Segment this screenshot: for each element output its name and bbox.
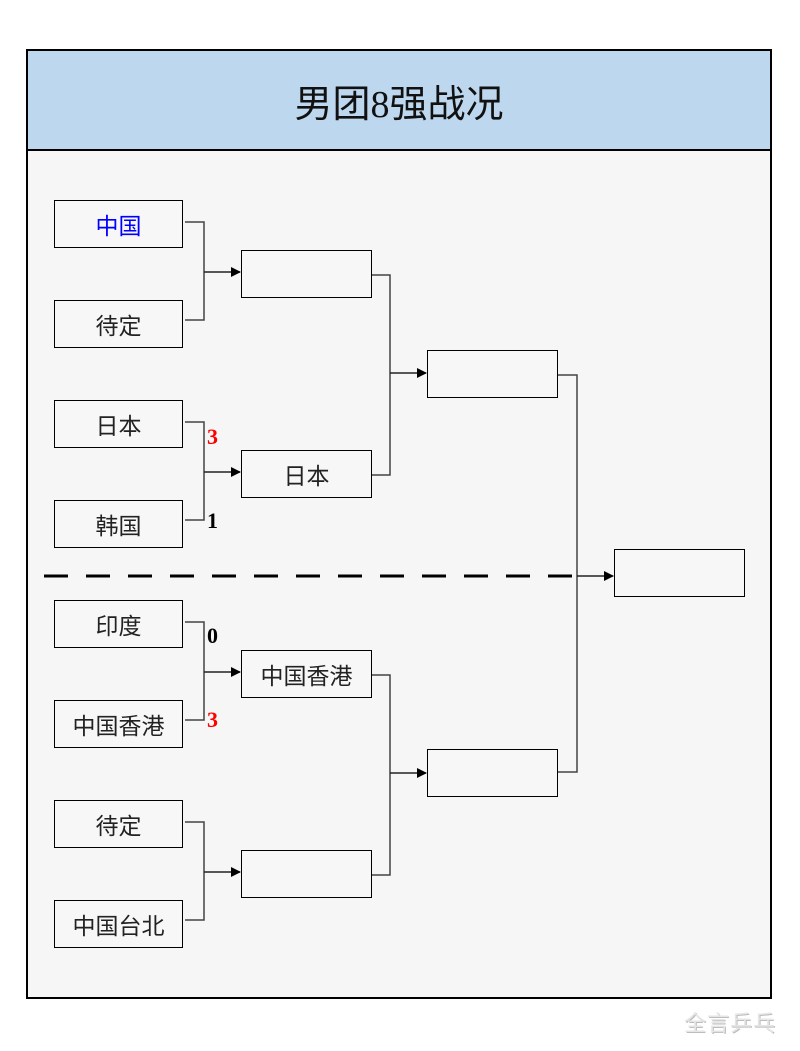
qf-team-box: 中国台北: [54, 900, 183, 948]
page-title: 男团8强战况: [294, 83, 504, 126]
qf-team-box: 中国: [54, 200, 183, 248]
team-name: 中国: [95, 214, 142, 240]
watermark: 全言乒乓: [684, 1012, 777, 1037]
header-banner: 男团8强战况: [28, 51, 770, 151]
qf-team-box: 待定: [54, 300, 183, 348]
team-name: 中国香港: [72, 714, 165, 740]
team-name: 日本: [95, 414, 142, 440]
score-winner: 3: [207, 424, 218, 449]
champion-box: [614, 549, 745, 597]
finalist-box: [427, 749, 558, 797]
team-name: 日本: [283, 464, 330, 490]
team-name: 印度: [95, 614, 142, 640]
team-name: 中国香港: [260, 664, 353, 690]
finalist-box: [427, 350, 558, 398]
score-loser: 1: [207, 508, 218, 533]
team-name: 中国台北: [72, 914, 165, 940]
qf-team-box: 日本: [54, 400, 183, 448]
sf-entry-box: 中国香港: [241, 650, 372, 698]
qf-team-box: 印度: [54, 600, 183, 648]
sf-entry-box: 日本: [241, 450, 372, 498]
team-name: 待定: [95, 814, 142, 840]
qf-team-box: 待定: [54, 800, 183, 848]
team-name: 待定: [95, 314, 142, 340]
team-name: 韩国: [95, 514, 142, 540]
score-winner: 3: [207, 707, 218, 732]
qf-team-box: 韩国: [54, 500, 183, 548]
score-loser: 0: [207, 623, 218, 648]
sf-entry-box: [241, 850, 372, 898]
sf-entry-box: [241, 250, 372, 298]
qf-team-box: 中国香港: [54, 700, 183, 748]
